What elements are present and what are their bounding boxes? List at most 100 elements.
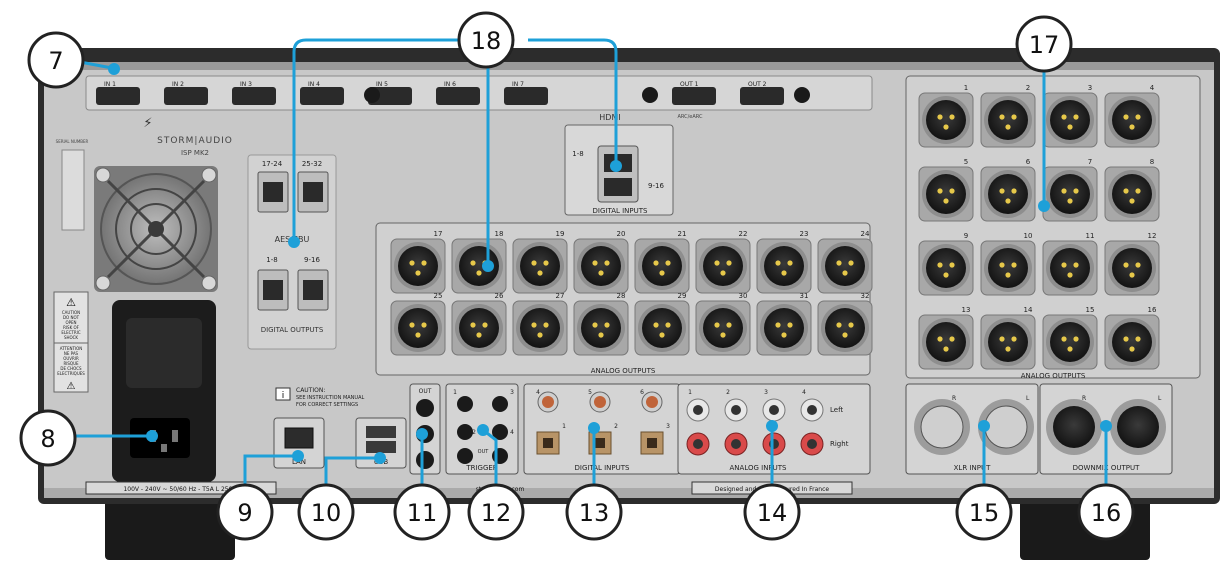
xlr-output-number: 13 xyxy=(962,306,971,314)
callout-number: 14 xyxy=(757,499,788,527)
hdmi-port-in-7[interactable]: IN 7 xyxy=(504,81,548,105)
warning-fr-line: ELECTRIQUES xyxy=(57,371,85,376)
trigger-n3: 3 xyxy=(510,389,514,396)
hdmi-port-in-1[interactable]: IN 1 xyxy=(96,81,140,105)
rj45-port-9-16[interactable] xyxy=(604,178,632,196)
xlr-output-11[interactable] xyxy=(1042,240,1098,296)
xlr-output-31[interactable] xyxy=(756,300,812,356)
coax-input-4[interactable] xyxy=(537,391,559,413)
callout-9: 9 xyxy=(216,483,274,541)
xlr-output-29[interactable] xyxy=(634,300,690,356)
manual-icon: i xyxy=(282,391,285,401)
leader-9 xyxy=(243,454,296,484)
callout-8: 8 xyxy=(19,409,77,467)
analog-inputs-label: ANALOG INPUTS xyxy=(730,464,788,472)
leader-10 xyxy=(324,456,378,484)
optical-input-3[interactable] xyxy=(640,431,664,455)
xlr-output-3[interactable] xyxy=(1042,92,1098,148)
xlr-output-25[interactable] xyxy=(390,300,446,356)
coax-number: 5 xyxy=(588,389,592,396)
leader-18a xyxy=(292,38,460,240)
optical-input-1[interactable] xyxy=(536,431,560,455)
hdmi-port-in-2[interactable]: IN 2 xyxy=(164,81,208,105)
xlr-output-24[interactable] xyxy=(817,238,873,294)
hdmi-port-label: IN 7 xyxy=(512,81,524,88)
warning-en-line: SHOCK xyxy=(64,335,78,340)
xlr-output-12[interactable] xyxy=(1104,240,1160,296)
xlr-output-18[interactable] xyxy=(451,238,507,294)
coax-input-6[interactable] xyxy=(641,391,663,413)
cooling-fan xyxy=(94,166,218,292)
xlr-output-5[interactable] xyxy=(918,166,974,222)
rca-left-1[interactable] xyxy=(686,398,710,422)
optical-number: 3 xyxy=(666,423,670,430)
xlr-output-21[interactable] xyxy=(634,238,690,294)
hdmi-port-out-2[interactable]: OUT 2 xyxy=(740,81,784,105)
xlr-output-1[interactable] xyxy=(918,92,974,148)
xlr-output-19[interactable] xyxy=(512,238,568,294)
aes-top-label: 17-24 xyxy=(262,160,283,168)
warning-fr-line: ATTENTION xyxy=(60,346,83,351)
trigger-out: OUT xyxy=(478,449,490,455)
xlr-output-22[interactable] xyxy=(695,238,751,294)
hdmi-port-label: IN 6 xyxy=(444,81,456,88)
hdmi-port-out-1[interactable]: OUT 1 xyxy=(672,81,716,105)
xlr-output-10[interactable] xyxy=(980,240,1036,296)
xlr-output-number: 1 xyxy=(964,84,968,92)
callout-13: 13 xyxy=(565,483,623,541)
hdmi-port-in-3[interactable]: IN 3 xyxy=(232,81,276,105)
xlr-output-8[interactable] xyxy=(1104,166,1160,222)
caution-note: i CAUTION: SEE INSTRUCTION MANUAL FOR CO… xyxy=(275,387,364,408)
xlr-output-15[interactable] xyxy=(1042,314,1098,370)
rca-right-3[interactable] xyxy=(762,432,786,456)
xlr-output-6[interactable] xyxy=(980,166,1036,222)
xlr-output-4[interactable] xyxy=(1104,92,1160,148)
xlr-output-9[interactable] xyxy=(918,240,974,296)
xlr-output-20[interactable] xyxy=(573,238,629,294)
xlr-output-23[interactable] xyxy=(756,238,812,294)
aes-bottom-label: 9-16 xyxy=(304,256,320,264)
xlr-output-14[interactable] xyxy=(980,314,1036,370)
hdmi-port-in-4[interactable]: IN 4 xyxy=(300,81,344,105)
xlr-output-13[interactable] xyxy=(918,314,974,370)
rca-left-3[interactable] xyxy=(762,398,786,422)
rca-left-2[interactable] xyxy=(724,398,748,422)
xlr-output-number: 9 xyxy=(964,232,968,240)
hdmi-port-label: OUT 2 xyxy=(748,81,767,88)
aes-group-label: DIGITAL OUTPUTS xyxy=(261,326,324,334)
rca-left-4[interactable] xyxy=(800,398,824,422)
warning-fr-line: NE PAS xyxy=(64,351,79,356)
coax-input-5[interactable] xyxy=(589,391,611,413)
xlr-output-17[interactable] xyxy=(390,238,446,294)
xlr-output-number: 10 xyxy=(1024,232,1033,240)
xlr-output-26[interactable] xyxy=(451,300,507,356)
hdmi-group-label: HDMI xyxy=(599,113,620,122)
mount-hole xyxy=(642,87,658,103)
xlr-output-16[interactable] xyxy=(1104,314,1160,370)
xlr-output-2[interactable] xyxy=(980,92,1036,148)
rca-right-2[interactable] xyxy=(724,432,748,456)
xlr-output-number: 3 xyxy=(1088,84,1092,92)
hdmi-port-in-6[interactable]: IN 6 xyxy=(436,81,480,105)
xlr-output-28[interactable] xyxy=(573,300,629,356)
xlr-output-32[interactable] xyxy=(817,300,873,356)
leader-7 xyxy=(79,60,113,70)
hdmi-arc-label: ARC/eARC xyxy=(677,114,703,120)
optical-input-2[interactable] xyxy=(588,431,612,455)
mount-hole xyxy=(364,87,380,103)
rca-right-4[interactable] xyxy=(800,432,824,456)
rca-right-1[interactable] xyxy=(686,432,710,456)
pin-label-1-8: 1-8 xyxy=(572,150,583,158)
xlr-output-number: 21 xyxy=(678,230,687,238)
callout-15: 15 xyxy=(955,483,1013,541)
xlr-output-27[interactable] xyxy=(512,300,568,356)
power-inlet[interactable] xyxy=(112,300,216,482)
xlr-output-number: 24 xyxy=(861,230,870,238)
warning-fr-line: RISQUE xyxy=(63,361,79,366)
xlr-output-7[interactable] xyxy=(1042,166,1098,222)
xlr-output-30[interactable] xyxy=(695,300,751,356)
hdmi-port-label: IN 1 xyxy=(104,81,116,88)
